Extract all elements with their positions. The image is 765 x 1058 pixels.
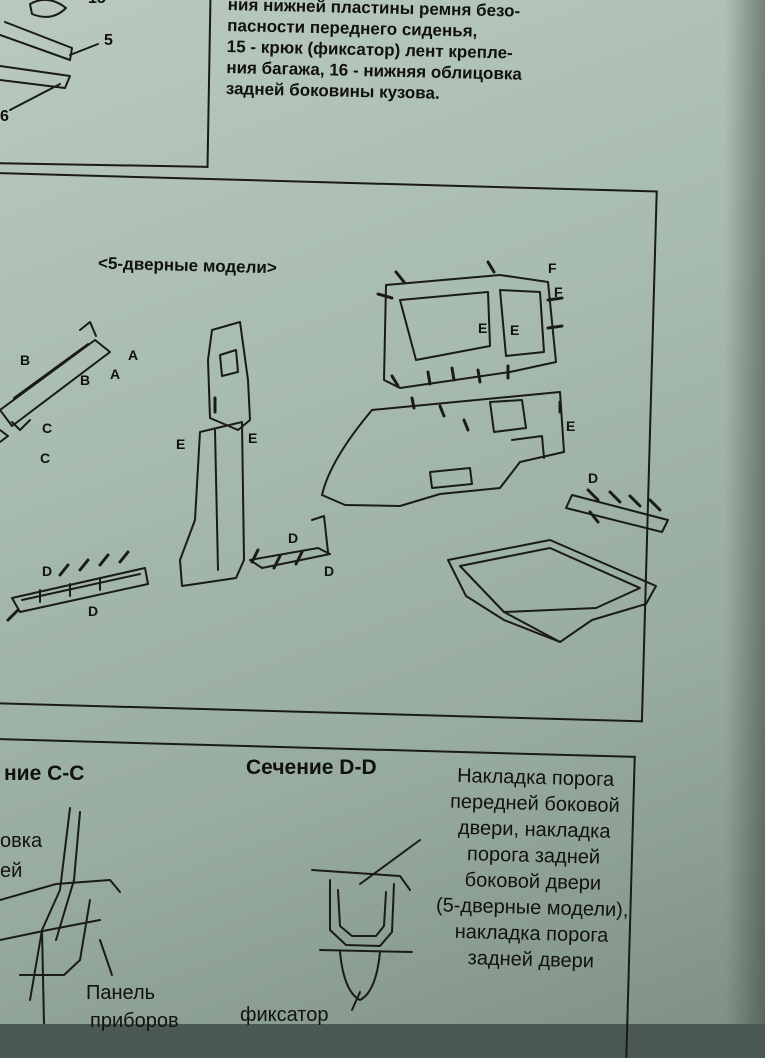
fastener-arrows — [6, 260, 662, 622]
sill-strip-left-drawing — [11, 567, 149, 613]
top-left-part-drawing — [0, 0, 99, 111]
section-dd-drawing — [311, 839, 421, 1011]
marker-d: D — [42, 563, 53, 579]
marker-d: D — [88, 603, 99, 619]
lower-rear-panel-drawing — [321, 391, 565, 507]
marker-e: E — [510, 322, 520, 338]
marker-b: B — [20, 352, 31, 368]
marker-e: E — [566, 418, 576, 434]
marker-e: E — [176, 436, 186, 452]
instrument-panel-label: Панель — [86, 982, 156, 1004]
sill-strip-right-drawing — [565, 494, 669, 533]
section-cc-label: овка — [0, 830, 43, 852]
line-art-drawing — [0, 0, 669, 1024]
b-pillar-strip-drawing — [0, 321, 111, 443]
marker-f: F — [554, 284, 563, 300]
callout-5: 5 — [104, 32, 113, 49]
marker-c: C — [40, 450, 51, 466]
section-cc-drawing — [0, 807, 121, 1024]
instrument-panel-label: приборов — [90, 1010, 179, 1032]
page-edge-shadow — [725, 0, 765, 1024]
marker-d: D — [288, 530, 299, 546]
marker-d: D — [324, 563, 335, 579]
marker-e: E — [478, 320, 488, 336]
section-cc-label: ей — [0, 860, 23, 882]
callout-6: 6 — [0, 108, 9, 125]
marker-a: A — [128, 347, 139, 363]
sill-piece-center-drawing — [249, 515, 331, 569]
upper-rear-panel-drawing — [383, 274, 557, 389]
marker-e: E — [248, 430, 258, 446]
fixer-label: фиксатор — [240, 1004, 329, 1026]
section-cc-heading: ние С-С — [4, 762, 85, 785]
pillar-trim-drawing — [179, 321, 251, 587]
section-dd-heading: Сечение D-D — [246, 756, 377, 779]
marker-c: C — [42, 420, 53, 436]
callout-15: 15 — [88, 0, 106, 8]
marker-d: D — [588, 470, 599, 486]
sill-trim-caption: Накладка порога передней боковой двери, … — [421, 762, 646, 976]
marker-f: F — [548, 260, 557, 276]
marker-b: B — [80, 372, 91, 388]
marker-a: A — [110, 366, 121, 382]
cargo-tray-drawing — [447, 539, 657, 643]
